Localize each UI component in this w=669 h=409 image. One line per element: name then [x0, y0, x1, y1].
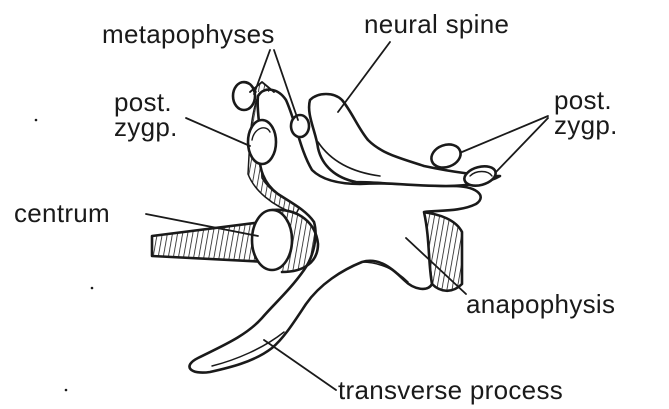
label-transverse-process: transverse process [338, 378, 563, 403]
centrum-face [252, 210, 292, 270]
label-neural-spine: neural spine [364, 12, 509, 37]
leader-transverse-process [264, 340, 336, 390]
leader-neural-spine [338, 42, 390, 112]
leader-post-zygp-right-a [462, 116, 548, 152]
label-post-zygp-left: post. zygp. [114, 90, 178, 140]
label-post-zygp-right-line2: zygp. [554, 113, 618, 138]
metapophysis-right [291, 115, 309, 137]
hatched-rod [152, 222, 268, 262]
post-zygapophysis-left [248, 120, 276, 164]
label-post-zygp-right: post. zygp. [554, 88, 618, 138]
label-centrum: centrum [14, 201, 110, 226]
label-post-zygp-left-line2: zygp. [114, 115, 178, 140]
label-anapophysis: anapophysis [466, 292, 615, 317]
leader-post-zygp-left [186, 118, 250, 146]
label-metapophyses: metapophyses [102, 22, 275, 47]
